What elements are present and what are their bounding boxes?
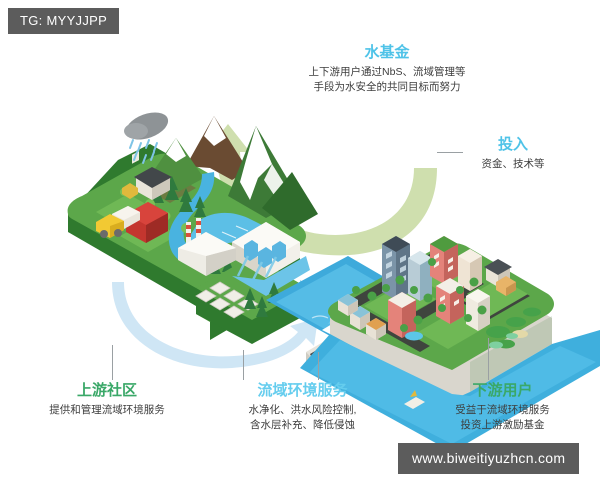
leader-line-services-2 [318,352,319,380]
water-fund-desc-line-1: 上下游用户通过NbS、流域管理等 [308,65,466,78]
callout-investment: 投入 资金、技术等 [438,136,588,172]
investment-desc-line-1: 资金、技术等 [481,157,545,170]
upstream-landmass [67,112,318,340]
water-treatment-plant [195,281,259,319]
water-fund-title: 水基金 [364,44,410,61]
leader-line-investment [437,152,463,153]
downstream-desc-line-1: 受益于流域环境服务 [455,403,550,416]
leader-line-upstream [112,345,113,380]
downstream-desc-line-2: 投资上游激励基金 [460,418,545,431]
callout-upstream: 上游社区 提供和管理流域环境服务 [12,382,202,418]
leader-line-downstream [488,338,489,380]
factory-chimneys [178,218,236,276]
leader-line-services [243,350,244,380]
downstream-title: 下游用户 [472,382,533,399]
services-flow-arrow [112,282,318,369]
site-url-watermark-badge: www.biweitiyuzhcn.com [398,443,580,474]
callout-watershed-services: 流域环境服务 水净化、洪水风险控制, 含水层补充、降低侵蚀 [200,382,405,433]
tg-watermark-badge: TG: MYYJJPP [8,8,120,34]
rain-cloud [124,112,169,164]
water-fund-desc-line-2: 手段为水安全的共同目标而努力 [313,80,461,93]
upstream-desc-line-1: 提供和管理流域环境服务 [49,403,165,416]
callout-water-fund: 水基金 上下游用户通过NbS、流域管理等 手段为水安全的共同目标而努力 [262,44,512,95]
upstream-title: 上游社区 [76,382,137,399]
investment-title: 投入 [497,136,528,153]
hydro-dam [195,222,330,344]
callout-downstream: 下游用户 受益于流域环境服务 投资上游激励基金 [400,382,600,433]
yellow-tractor [96,214,124,238]
watershed-services-desc-line-1: 水净化、洪水风险控制, [248,403,357,416]
downstream-water [300,330,600,452]
farmhouse [134,167,172,200]
watershed-services-desc-line-2: 含水层补充、降低侵蚀 [250,418,355,431]
watershed-services-title: 流域环境服务 [257,382,348,399]
